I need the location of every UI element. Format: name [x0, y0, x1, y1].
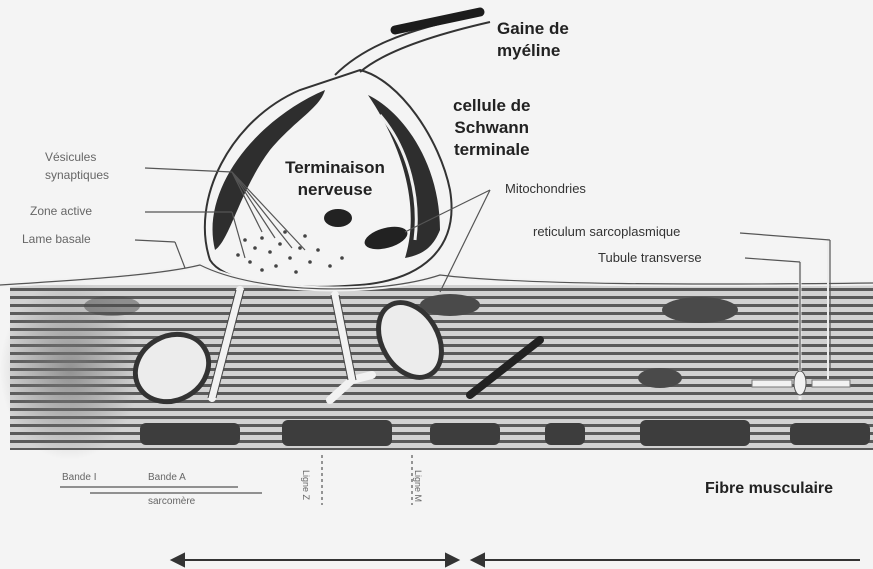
- label-synaptic-vesicles: Vésicules synaptiques: [45, 148, 109, 184]
- label-nerve-terminal: Terminaison nerveuse: [275, 157, 395, 201]
- label-t-tubule: Tubule transverse: [598, 250, 702, 265]
- label-myelin-sheath: Gaine de myéline: [497, 18, 569, 62]
- bottom-arrows: [172, 554, 860, 566]
- mitochondrion-1: [324, 209, 352, 227]
- label-band-a: Bande A: [148, 472, 186, 483]
- label-schwann-cell: cellule de Schwann terminale: [453, 95, 530, 161]
- label-sarcomere: sarcomère: [148, 496, 195, 507]
- label-line-z: Ligne Z: [301, 470, 311, 500]
- label-basal-lamina: Lame basale: [22, 232, 91, 246]
- band-scale: [60, 455, 412, 505]
- label-line-m: Ligne M: [413, 470, 423, 502]
- label-band-i: Bande I: [62, 472, 96, 483]
- label-mitochondria: Mitochondries: [505, 181, 586, 196]
- label-sarcoplasmic-reticulum: reticulum sarcoplasmique: [533, 224, 680, 239]
- label-muscle-fibre: Fibre musculaire: [705, 478, 833, 500]
- label-active-zone: Zone active: [30, 204, 92, 218]
